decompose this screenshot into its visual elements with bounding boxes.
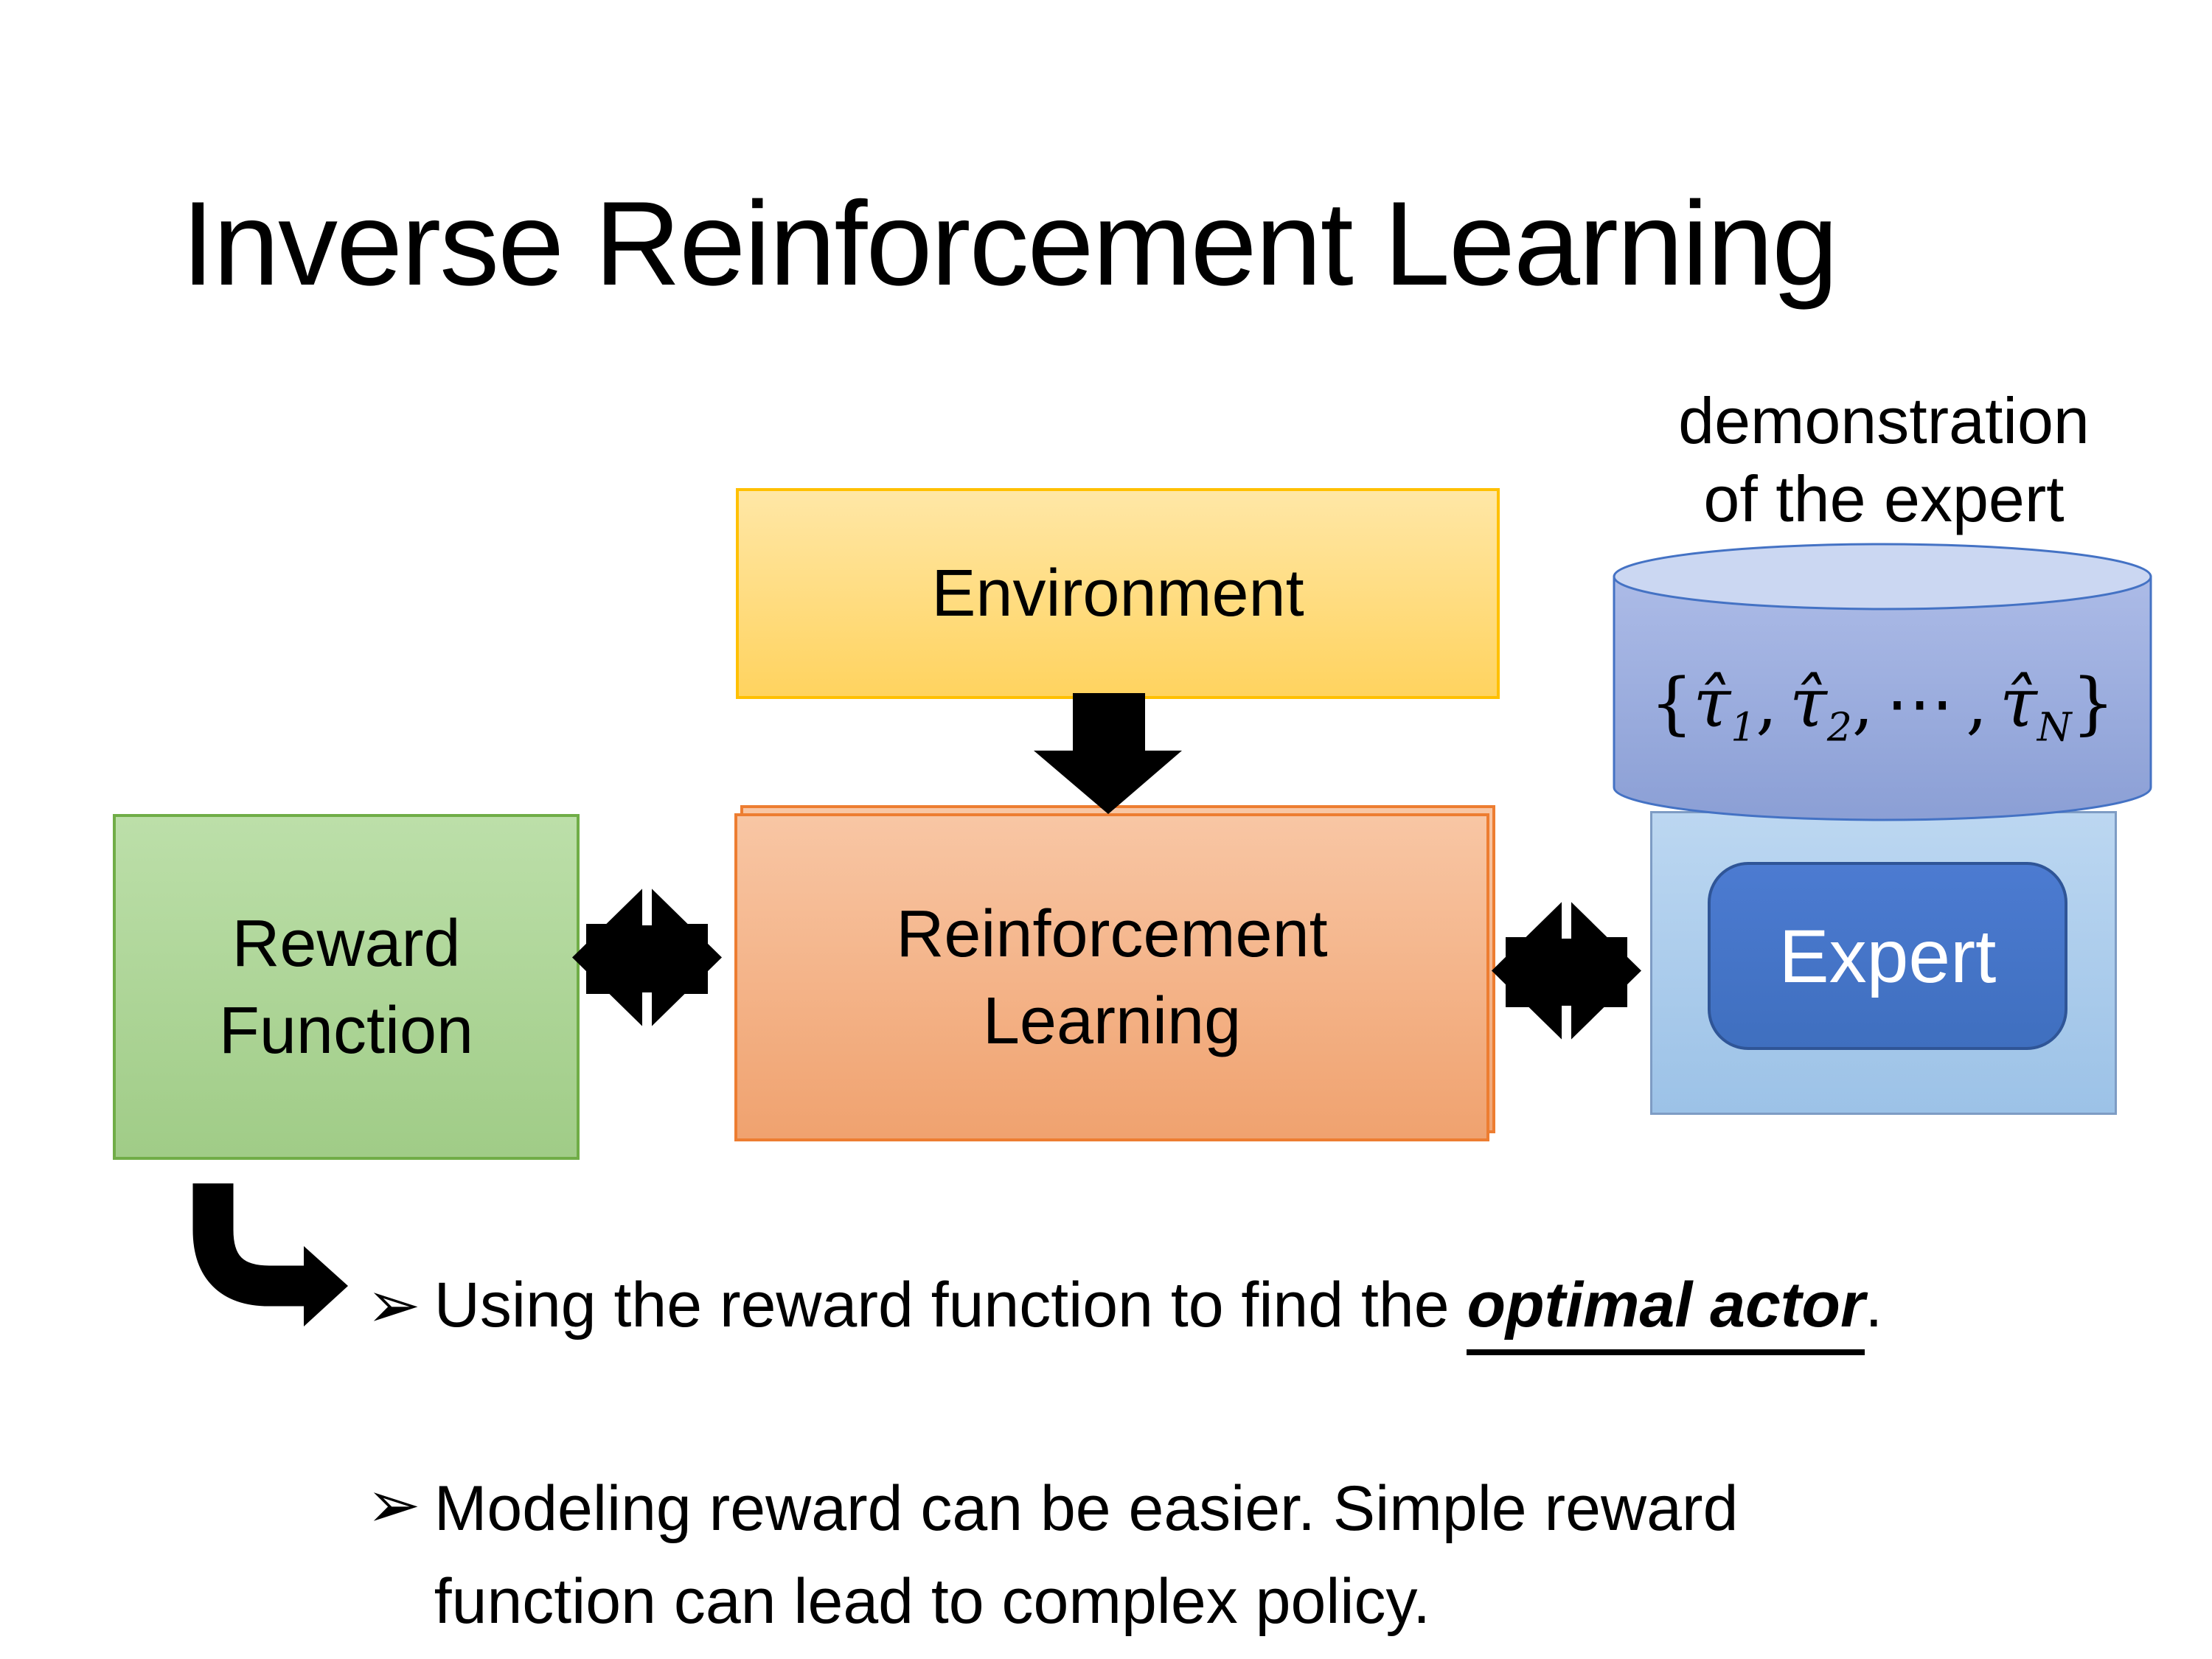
formula-tau-hat-2: τ̂ xyxy=(1790,664,1827,742)
bullet-text-modeling-reward: Modeling reward can be easier. Simple re… xyxy=(434,1462,1739,1648)
formula-tau-hat-1: τ̂ xyxy=(1693,664,1731,742)
formula-comma-2: , xyxy=(1851,664,1874,742)
formula-tau-hat-n: τ̂ xyxy=(2000,664,2037,742)
reward-function-box-label-line2: Function xyxy=(218,993,474,1068)
bullet-item-modeling-reward: ➢ Modeling reward can be easier. Simple … xyxy=(366,1462,2062,1648)
formula-open-brace: { xyxy=(1649,664,1694,742)
expert-demonstration-label: demonstration of the expert xyxy=(1655,382,2112,538)
formula-close-brace: } xyxy=(2071,664,2115,742)
bullet2-text-line1: Modeling reward can be easier. Simple re… xyxy=(434,1473,1739,1544)
expert-demonstration-label-line2: of the expert xyxy=(1703,462,2065,535)
reinforcement-learning-box-label-line1: Reinforcement xyxy=(896,897,1328,971)
bullet-arrowhead-icon: ➢ xyxy=(366,1468,421,1541)
formula-sub-2: 2 xyxy=(1826,703,1852,751)
formula-sub-1: 1 xyxy=(1731,703,1756,751)
environment-box: Environment xyxy=(736,488,1500,699)
formula-ellipsis: ⋯ xyxy=(1885,664,1954,742)
bullet-arrowhead-icon: ➢ xyxy=(366,1268,421,1341)
formula-comma-1: , xyxy=(1756,664,1778,742)
bullet2-text-line2: function can lead to complex policy. xyxy=(434,1566,1431,1637)
reward-rl-exchange-arrow-icon xyxy=(572,883,722,1034)
reinforcement-learning-box: Reinforcement Learning xyxy=(734,813,1489,1141)
bullet1-text-after: . xyxy=(1865,1270,1883,1340)
trajectory-set-formula: {τ̂1,τ̂2,⋯,τ̂N} xyxy=(1622,662,2143,747)
expert-box: Expert xyxy=(1708,862,2067,1050)
rl-expert-exchange-arrow-icon xyxy=(1492,896,1641,1047)
reward-function-box: Reward Function xyxy=(113,814,580,1160)
reward-function-box-label-line1: Reward xyxy=(232,906,461,981)
formula-sub-n: N xyxy=(2037,703,2072,751)
formula-comma-3: , xyxy=(1966,664,1988,742)
environment-to-rl-arrow-icon xyxy=(1034,693,1182,814)
bullet-item-optimal-actor: ➢ Using the reward function to find the … xyxy=(366,1262,2062,1355)
environment-box-label: Environment xyxy=(931,557,1304,630)
reward-to-bullets-bent-arrow-icon xyxy=(192,1183,348,1326)
bullet-text-optimal-actor: Using the reward function to find the op… xyxy=(434,1262,1883,1355)
bullet1-text-before: Using the reward function to find the xyxy=(434,1270,1467,1340)
expert-demonstration-label-line1: demonstration xyxy=(1678,384,2090,457)
optimal-actor-emphasis: optimal actor xyxy=(1467,1270,1865,1355)
page-title: Inverse Reinforcement Learning xyxy=(181,177,1838,310)
expert-box-label: Expert xyxy=(1778,914,1997,998)
reinforcement-learning-box-label-line2: Learning xyxy=(982,984,1242,1058)
